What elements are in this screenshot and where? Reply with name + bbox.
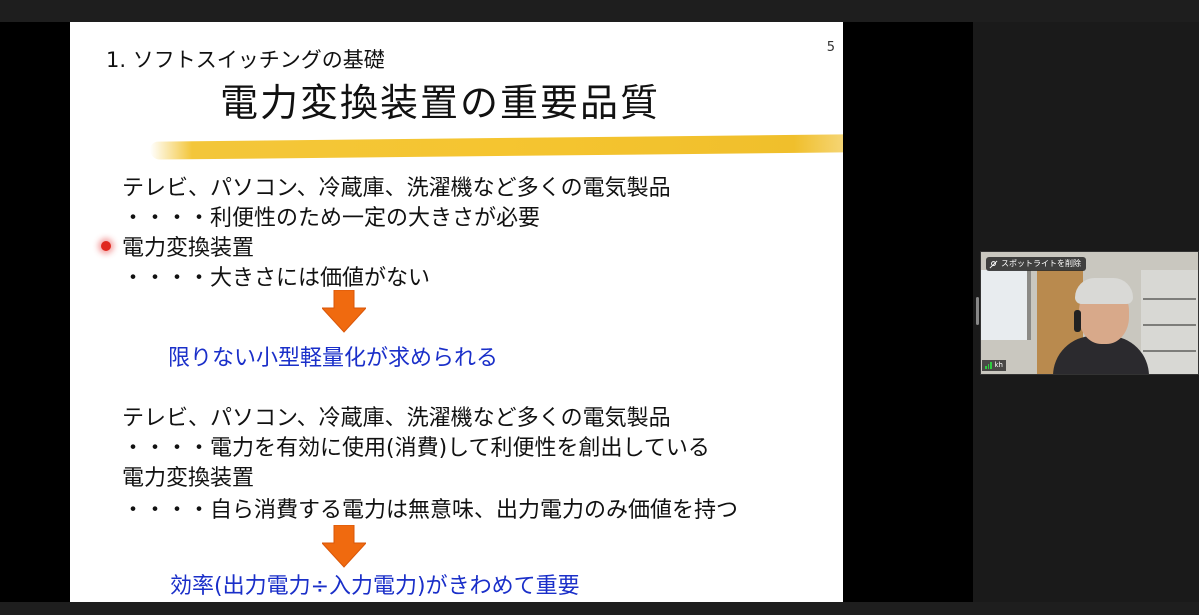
participant-name: kh (994, 361, 1004, 369)
block2-line1: テレビ、パソコン、冷蔵庫、洗濯機など多くの電気製品 (122, 406, 671, 431)
participant-name-tag: kh (982, 360, 1006, 371)
remove-spotlight-label: スポットライトを削除 (1001, 259, 1081, 268)
video-bookshelf (1141, 270, 1198, 374)
shelf-row (1143, 324, 1196, 326)
down-arrow-icon (322, 525, 366, 568)
block1-line1: テレビ、パソコン、冷蔵庫、洗濯機など多くの電気製品 (122, 176, 671, 201)
headset-icon (1074, 310, 1081, 332)
slide-number: 5 (826, 40, 835, 55)
block1-line3: 電力変換装置 (122, 236, 255, 261)
block2-conclusion: 効率(出力電力÷入力電力)がきわめて重要 (170, 574, 580, 599)
shelf-row (1143, 350, 1196, 352)
participant-video-tile[interactable] (980, 251, 1199, 375)
presentation-slide: 1. ソフトスイッチングの基礎 5 電力変換装置の重要品質 テレビ、パソコン、冷… (70, 22, 843, 602)
spotlight-off-icon (989, 260, 998, 268)
video-window (981, 270, 1031, 340)
slide-title: 電力変換装置の重要品質 (220, 81, 661, 125)
block1-line4: ・・・・大きさには価値がない (122, 266, 431, 291)
signal-bars-icon (985, 362, 992, 369)
bottom-bar (0, 602, 1199, 615)
top-bar (0, 0, 1199, 22)
shelf-row (1143, 298, 1196, 300)
block1-conclusion: 限りない小型軽量化が求められる (168, 346, 499, 371)
laser-pointer-dot (101, 241, 111, 251)
participant-hair (1075, 278, 1133, 304)
block2-line4: ・・・・自ら消費する電力は無意味、出力電力のみ価値を持つ (122, 498, 739, 523)
block2-line2: ・・・・電力を有効に使用(消費)して利便性を創出している (122, 436, 710, 461)
remove-spotlight-button[interactable]: スポットライトを削除 (986, 257, 1086, 271)
block1-line2: ・・・・利便性のため一定の大きさが必要 (122, 206, 541, 231)
block2-line3: 電力変換装置 (122, 466, 255, 491)
title-highlight-stroke (149, 134, 843, 160)
slide-section-heading: 1. ソフトスイッチングの基礎 (106, 48, 385, 72)
down-arrow-icon (322, 290, 366, 333)
panel-resize-handle[interactable] (976, 297, 979, 325)
